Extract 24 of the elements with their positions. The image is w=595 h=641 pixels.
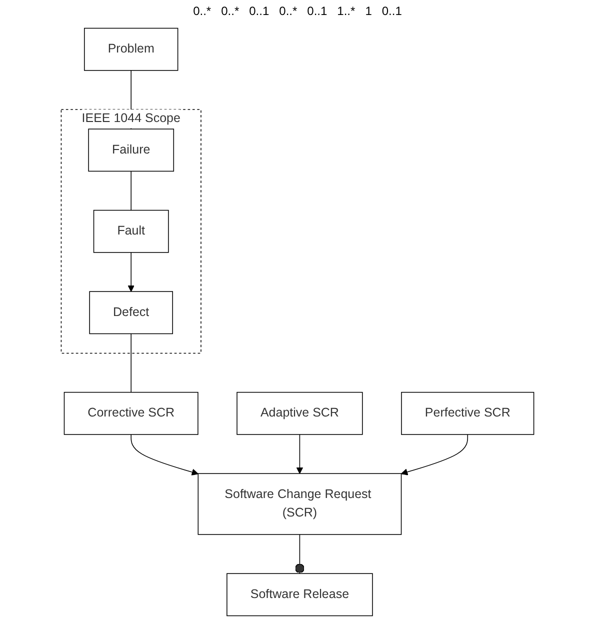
node-box: Software Change Request (SCR) [198, 473, 402, 535]
multiplicity-label: 0..* [279, 4, 298, 18]
node-box: Fault [93, 210, 169, 253]
connector [130, 333, 132, 393]
node-box: Perfective SCR [401, 392, 534, 435]
multiplicity-label: 0..* [193, 4, 212, 18]
node-box: Defect [89, 291, 173, 334]
node-box: Software Release [226, 573, 373, 616]
node-box: Problem [84, 28, 178, 71]
node-box: Corrective SCR [64, 392, 198, 435]
multiplicity-label: 1..* [337, 4, 356, 18]
connector [130, 170, 132, 211]
arrow [128, 252, 135, 292]
arrow [130, 434, 198, 476]
multiplicity-label: 0..1 [382, 4, 402, 18]
multiplicity-label: 0..* [221, 4, 240, 18]
arrow [296, 434, 304, 474]
multiplicity-label: 0..1 [249, 4, 270, 18]
multiplicity-label: 1 [365, 4, 372, 18]
multiplicity-label: 0..1 [307, 4, 328, 18]
node-box: Failure [88, 128, 174, 172]
node-box: Adaptive SCR [236, 392, 363, 435]
arrow [400, 434, 468, 476]
connector [294, 534, 304, 574]
